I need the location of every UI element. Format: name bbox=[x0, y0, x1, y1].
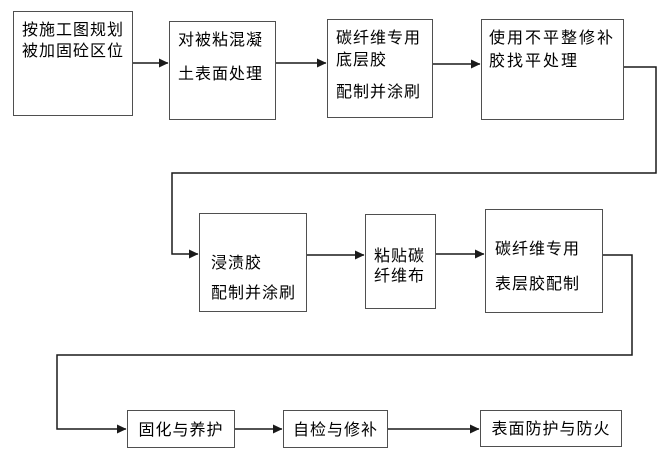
flow-step-label: 纤维布 bbox=[374, 266, 426, 285]
flow-step-label: 自检与修补 bbox=[292, 419, 378, 439]
flow-step-label: 使用不平整修补 bbox=[489, 28, 616, 47]
flow-step-label: 浸渍胶 bbox=[211, 253, 263, 272]
flow-step-label: 表面防护与防火 bbox=[491, 419, 611, 438]
flow-step-label: 按施工图规划 bbox=[22, 20, 125, 39]
flow-step-label: 粘贴碳 bbox=[374, 246, 426, 265]
flow-step-primer-adhesive: 碳纤维专用 底层胶 配制并涂刷 bbox=[327, 19, 433, 118]
flow-step-label: 对被粘混凝 bbox=[178, 30, 264, 49]
flow-step-leveling-repair: 使用不平整修补 胶找平处理 bbox=[481, 19, 624, 120]
connector-topcoat-to-curing bbox=[56, 254, 633, 434]
flow-step-paste-carbon-fiber: 粘贴碳 纤维布 bbox=[365, 214, 436, 309]
flow-step-label: 土表面处理 bbox=[178, 64, 264, 83]
flow-step-topcoat-adhesive: 碳纤维专用 表层胶配制 bbox=[485, 209, 603, 313]
flow-step-label: 胶找平处理 bbox=[489, 51, 580, 70]
connector-leveling-to-impregnate bbox=[171, 66, 657, 259]
flow-step-label: 被加固砼区位 bbox=[22, 41, 125, 60]
flow-step-curing: 固化与养护 bbox=[127, 410, 235, 448]
flow-step-label: 底层胶 bbox=[336, 50, 388, 69]
flow-step-label: 表层胶配制 bbox=[495, 274, 581, 293]
flow-step-surface-treatment: 对被粘混凝 土表面处理 bbox=[169, 21, 276, 120]
flow-step-label: 配制并涂刷 bbox=[336, 82, 422, 101]
flow-step-label: 配制并涂刷 bbox=[211, 283, 297, 302]
flow-step-label: 碳纤维专用 bbox=[495, 239, 581, 258]
flow-step-impregnation-adhesive: 浸渍胶 配制并涂刷 bbox=[199, 213, 307, 312]
flow-step-label: 固化与养护 bbox=[138, 419, 224, 439]
flow-step-plan-region: 按施工图规划 被加固砼区位 bbox=[13, 11, 133, 116]
flow-step-label: 碳纤维专用 bbox=[336, 28, 422, 47]
flow-step-inspection-repair: 自检与修补 bbox=[283, 410, 388, 448]
flow-step-surface-protection: 表面防护与防火 bbox=[480, 410, 622, 447]
